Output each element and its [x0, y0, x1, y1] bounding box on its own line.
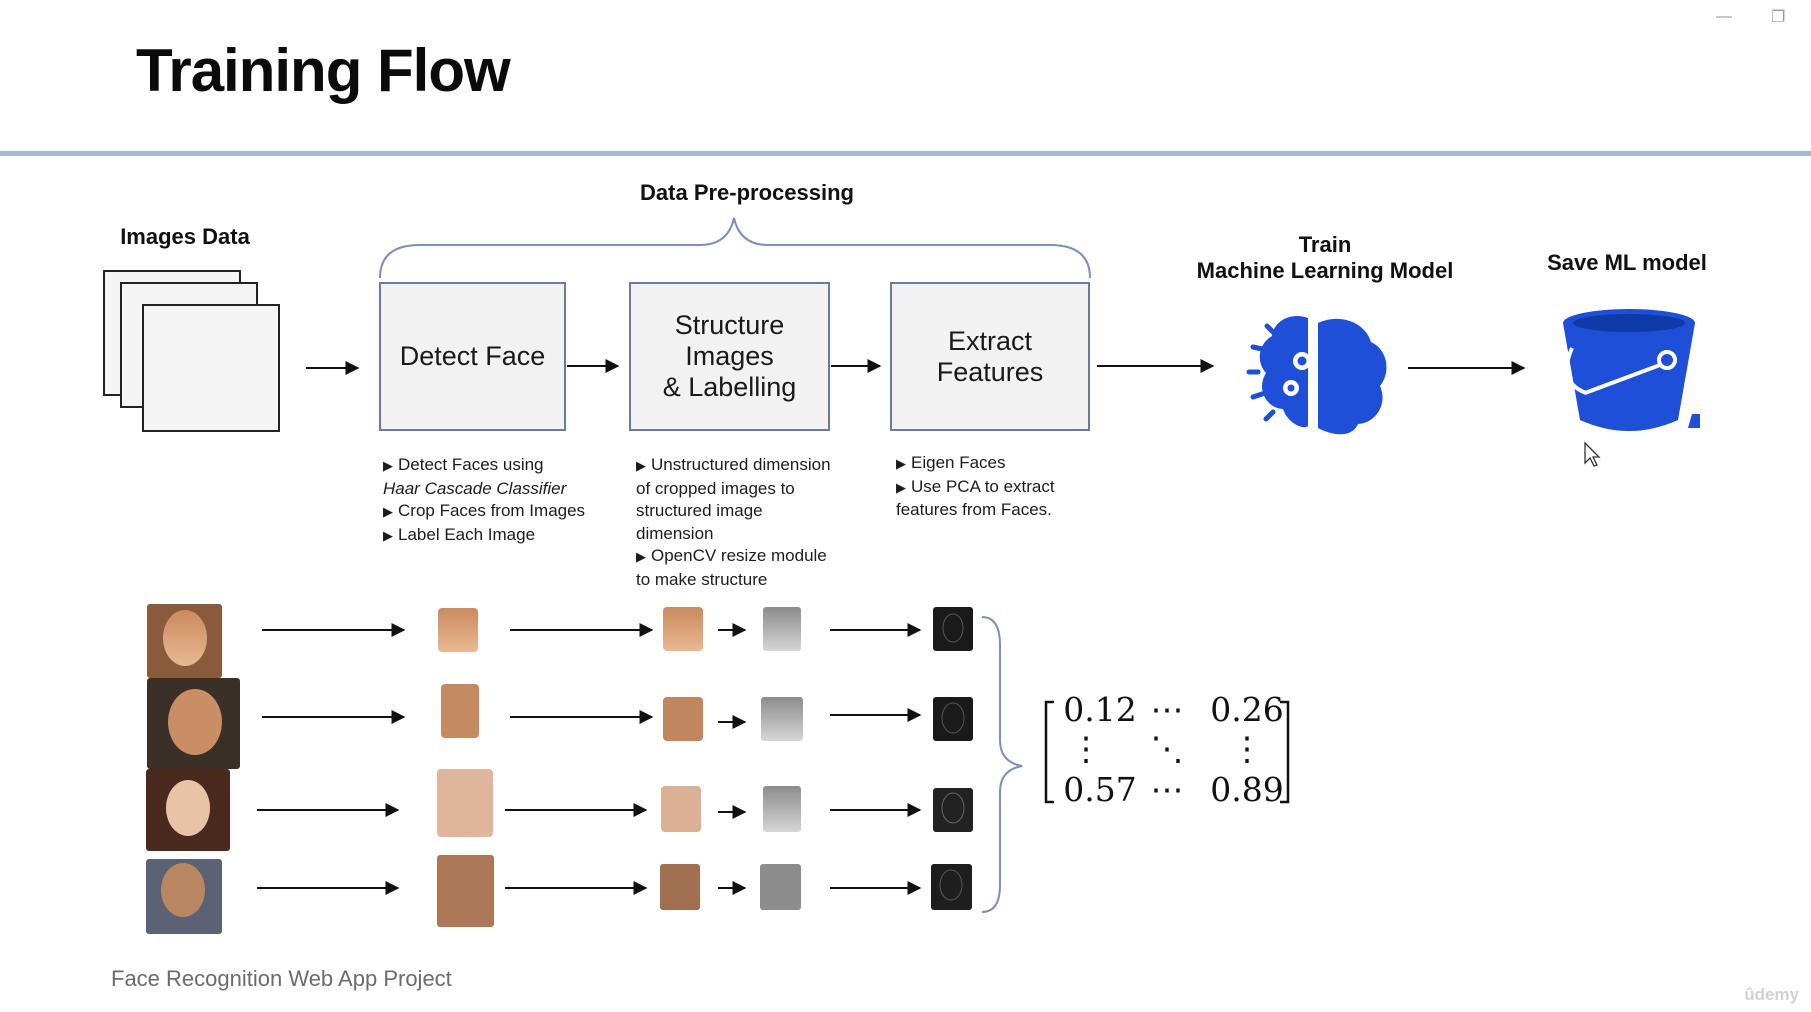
note-item: ▶OpenCV resize module [636, 546, 827, 565]
matrix-cell: 0.12 [1063, 690, 1137, 729]
slide-title: Training Flow [136, 37, 511, 104]
matrix-cell: ⋱ [1150, 729, 1184, 768]
matrix-cell: 0.89 [1210, 770, 1284, 809]
face-row [146, 855, 972, 934]
matrix-cell: ⋮ [1230, 729, 1264, 768]
extract-features-text: Extract Features [936, 325, 1044, 387]
features-brace [981, 616, 1023, 913]
face-row [147, 678, 973, 769]
note-item: Haar Cascade Classifier [383, 478, 567, 498]
matrix-right-bracket [1280, 700, 1290, 804]
header-divider [0, 151, 1811, 156]
face-pipeline [146, 604, 973, 934]
note-item: ▶Eigen Faces [896, 453, 1006, 472]
detect-face-text: Detect Face [399, 341, 546, 371]
train-label-line2: Machine Learning Model [1196, 258, 1454, 283]
extract-features-box: Extract Features [890, 282, 1090, 431]
note-item: ▶Crop Faces from Images [383, 501, 586, 520]
matrix-cell: ⋯ [1150, 770, 1184, 809]
bucket-icon [1563, 309, 1700, 431]
note-item: ▶Label Each Image [383, 524, 536, 544]
face-row [146, 769, 973, 851]
note-item: structured image [636, 501, 763, 520]
minimize-button[interactable]: — [1716, 8, 1732, 25]
note-item: ▶Detect Faces using [383, 455, 544, 474]
train-label-line1: Train [1298, 232, 1352, 257]
detect-face-box: Detect Face [379, 282, 566, 431]
watermark-logo: ûdemy [1744, 985, 1799, 1004]
images-data-label: Images Data [120, 224, 250, 249]
matrix-cell: 0.57 [1063, 770, 1137, 809]
slide-footer: Face Recognition Web App Project [111, 966, 452, 991]
mouse-cursor-icon [1584, 441, 1601, 467]
note-item: ▶Unstructured dimension [636, 455, 831, 474]
note-item: dimension [636, 523, 714, 543]
note-item: ▶Use PCA to extract [896, 476, 1055, 496]
face-row [147, 604, 973, 678]
note-item: to make structure [636, 569, 768, 589]
note-item: features from Faces. [896, 500, 1052, 519]
restore-button[interactable]: ❐ [1771, 9, 1786, 26]
matrix-cell: ⋮ [1069, 729, 1103, 768]
preprocessing-brace [379, 217, 1091, 279]
matrix-cell: ⋯ [1150, 690, 1184, 729]
matrix-cell: 0.26 [1210, 690, 1284, 729]
matrix-left-bracket [1044, 700, 1054, 804]
extract-notes: ▶Eigen Faces ▶Use PCA to extract feature… [896, 452, 1055, 522]
structure-images-text: Structure Images & Labelling [662, 310, 797, 402]
note-item: of cropped images to [636, 478, 795, 498]
preprocessing-label: Data Pre-processing [640, 180, 854, 205]
brain-gear-icon [1246, 316, 1387, 435]
save-model-label: Save ML model [1547, 250, 1707, 275]
detect-notes: ▶Detect Faces using Haar Cascade Classif… [383, 454, 585, 547]
document-stack-icon [103, 270, 283, 432]
structure-images-box: Structure Images & Labelling [629, 282, 830, 431]
structure-notes: ▶Unstructured dimension of cropped image… [636, 454, 831, 591]
